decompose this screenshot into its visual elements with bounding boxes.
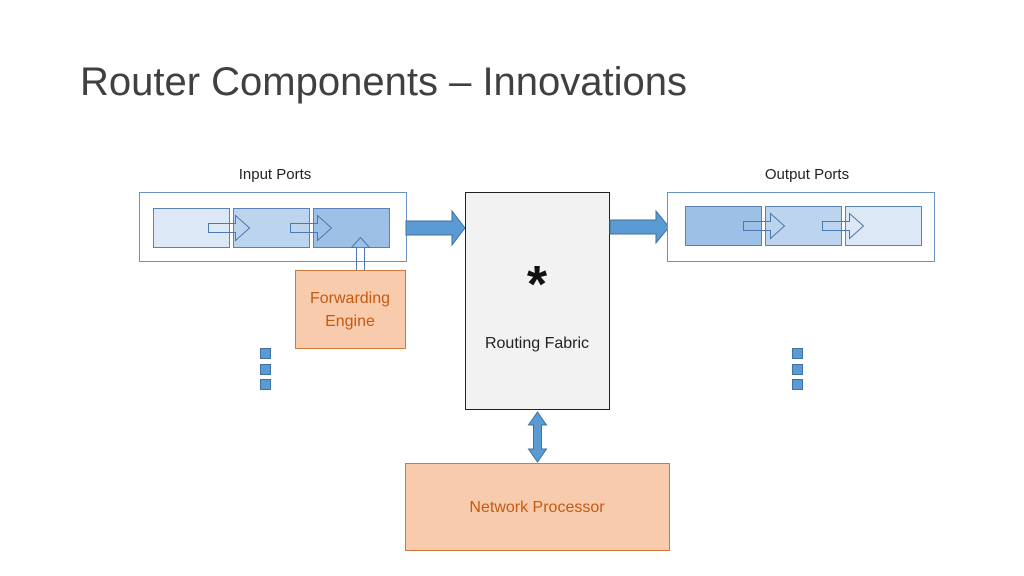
forwarding-engine-box (295, 270, 406, 349)
forwarding-engine-line-2: Engine (325, 313, 375, 330)
output-queue-cell-3 (845, 206, 922, 246)
input-ellipsis-icon (260, 348, 271, 390)
arrow-from-fabric-icon (609, 209, 670, 245)
input-queue-cell-2 (233, 208, 310, 248)
hollow-arrow-icon (743, 212, 786, 240)
routing-fabric-label: Routing Fabric (484, 335, 590, 352)
input-ports-label: Input Ports (238, 166, 312, 183)
output-queue-cell-2 (765, 206, 842, 246)
output-queue-cell-1 (685, 206, 762, 246)
input-queue-cell-1 (153, 208, 230, 248)
hollow-arrow-icon (822, 212, 865, 240)
network-processor-box (405, 463, 670, 551)
hollow-arrow-icon (290, 214, 333, 242)
output-ports-label: Output Ports (764, 166, 850, 183)
forwarding-engine-label: Forwarding Engine (310, 287, 390, 333)
network-processor-label: Network Processor (469, 499, 605, 516)
forwarding-engine-line-1: Forwarding (309, 290, 391, 307)
output-ellipsis-icon (792, 348, 803, 390)
page-title: Router Components – Innovations (80, 60, 688, 104)
hollow-arrow-icon (208, 214, 251, 242)
arrow-to-fabric-icon (405, 209, 466, 247)
input-queue-cell-3 (313, 208, 390, 248)
asterisk-icon: * (526, 256, 548, 314)
fabric-processor-double-arrow-icon (527, 411, 548, 463)
routing-fabric-box (465, 192, 610, 410)
